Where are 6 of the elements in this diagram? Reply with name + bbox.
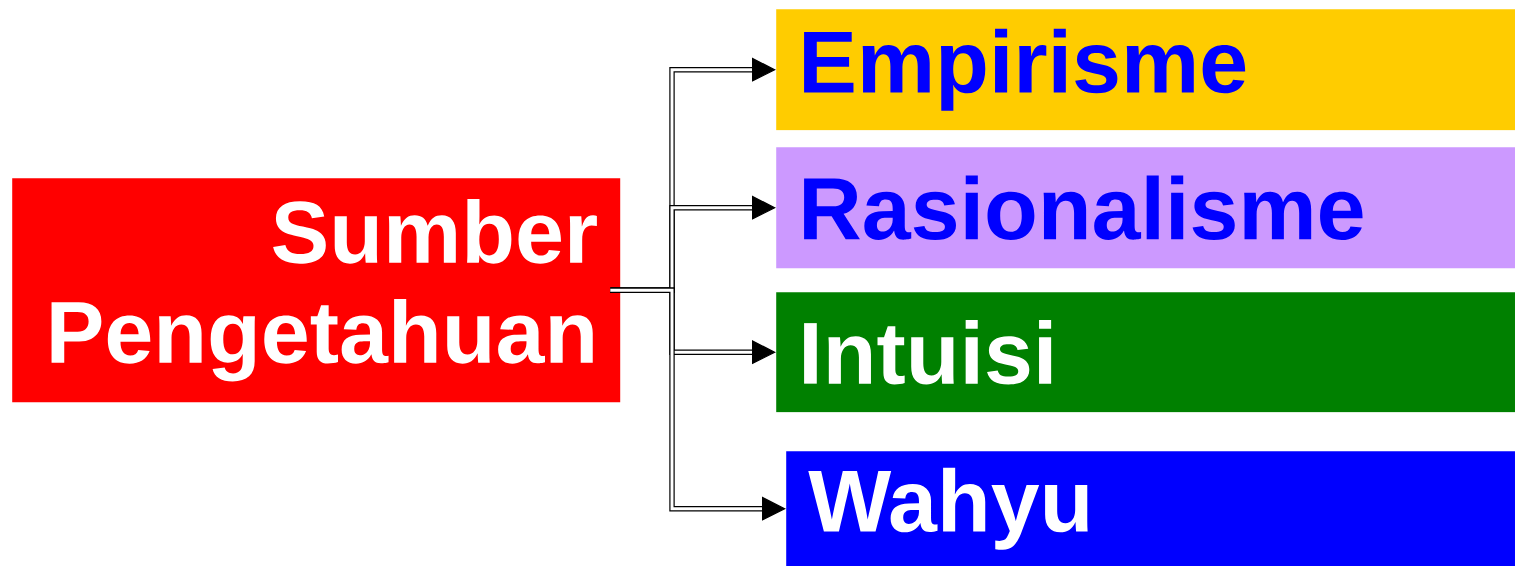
category-box: Rasionalisme	[776, 147, 1515, 269]
source-box: Sumber Pengetahuan	[12, 178, 621, 403]
category-box: Wahyu	[786, 451, 1515, 566]
category-box: Empirisme	[776, 9, 1515, 131]
arrow	[610, 287, 786, 521]
category-box: Intuisi	[776, 292, 1515, 413]
